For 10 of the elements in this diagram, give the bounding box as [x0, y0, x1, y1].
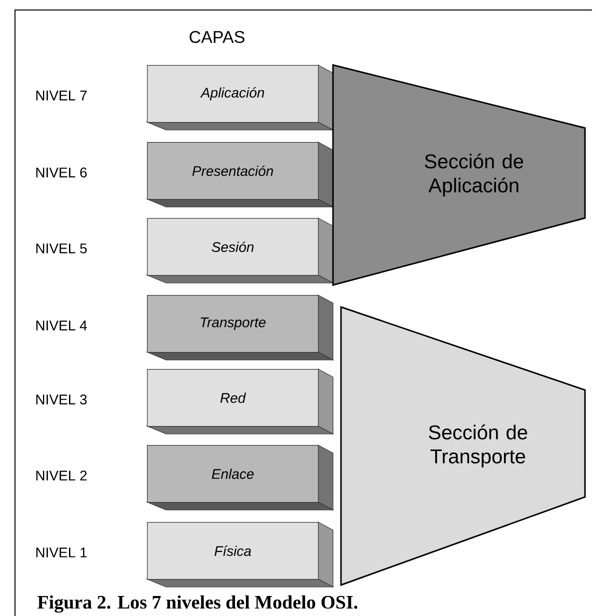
level-label: NIVEL 7: [36, 90, 87, 100]
level-label: NIVEL 4: [36, 320, 87, 330]
level-label: NIVEL 1: [36, 548, 87, 558]
column-heading: CAPAS: [190, 30, 244, 44]
level-label: NIVEL 3: [36, 394, 87, 404]
level-label: NIVEL 2: [36, 470, 87, 480]
figure-caption: Figura 2. Los 7 niveles del Modelo OSI.: [38, 595, 358, 613]
section-trapezoid: Sección de Aplicación: [332, 64, 586, 286]
level-label: NIVEL 5: [36, 244, 87, 254]
level-label: NIVEL 6: [36, 168, 87, 178]
